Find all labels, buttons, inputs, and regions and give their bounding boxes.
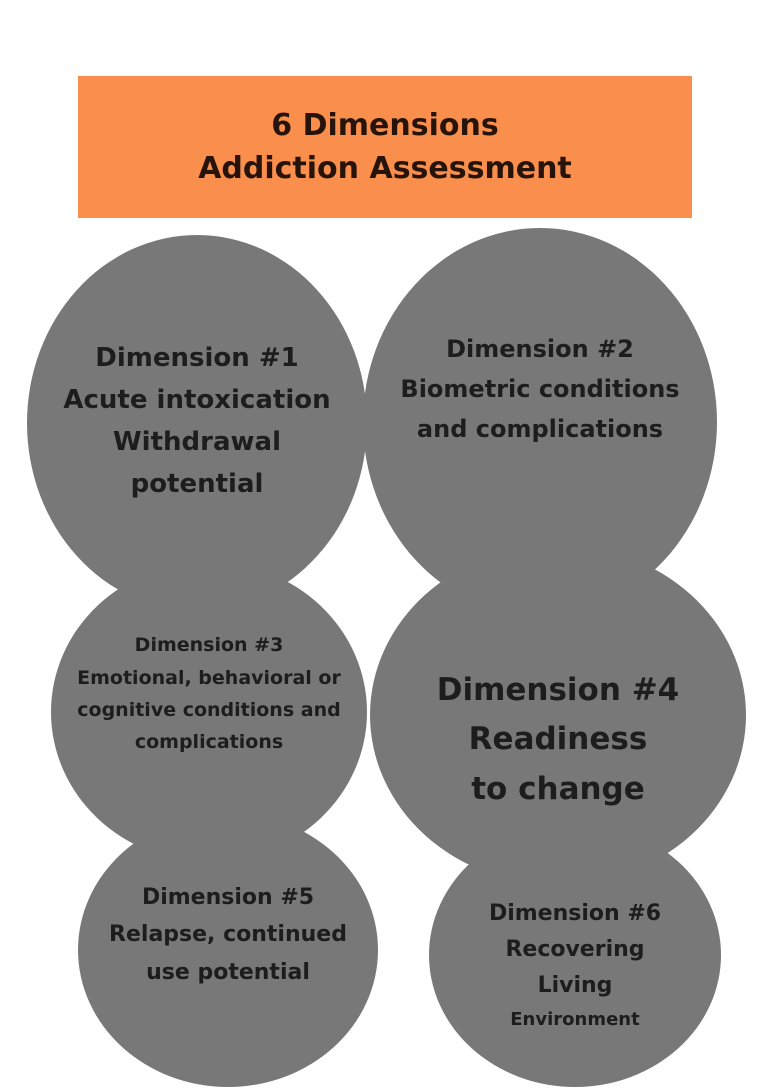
dimension-1-line-2: Acute intoxication	[63, 384, 331, 415]
dimension-1-line-3: Withdrawal	[113, 427, 281, 457]
dimension-6-line-4: Environment	[510, 1008, 640, 1030]
dimension-1-circle: Dimension #1 Acute intoxication Withdraw…	[27, 235, 367, 611]
dimension-5-label: Dimension #5 Relapse, continued use pote…	[78, 879, 378, 991]
dimension-6-line-1: Dimension #6	[488, 900, 662, 926]
dimension-4-label: Dimension #4 Readiness to change	[370, 666, 746, 815]
dimension-4-line-1: Dimension #4	[436, 671, 680, 708]
dimension-1-line-4: potential	[130, 469, 264, 500]
dimension-3-circle: Dimension #3 Emotional, behavioral or co…	[51, 562, 367, 862]
dimension-2-line-2: Biometric conditions	[400, 375, 680, 404]
dimension-2-line-3: and complications	[416, 414, 664, 443]
dimension-5-line-2: Relapse, continued	[109, 922, 347, 948]
dimension-3-line-1: Dimension #3	[134, 634, 284, 657]
dimension-1-label: Dimension #1 Acute intoxication Withdraw…	[27, 337, 367, 505]
dimension-2-line-1: Dimension #2	[446, 335, 634, 364]
dimension-6-line-3: Living	[537, 973, 613, 999]
dimension-5-line-1: Dimension #5	[141, 884, 315, 910]
title-banner: 6 Dimensions Addiction Assessment	[78, 76, 692, 218]
banner-title-line-1: 6 Dimensions	[271, 107, 499, 143]
dimension-6-line-2: Recovering	[505, 937, 645, 962]
dimension-5-line-3: use potential	[146, 959, 310, 985]
dimension-4-line-2: Readiness	[468, 721, 648, 758]
dimension-3-line-3: cognitive conditions and	[77, 699, 341, 721]
dimension-3-line-2: Emotional, behavioral or	[77, 666, 341, 689]
dimension-3-label: Dimension #3 Emotional, behavioral or co…	[51, 629, 367, 758]
dimension-6-label: Dimension #6 Recovering Living Environme…	[429, 896, 721, 1035]
dimension-1-line-1: Dimension #1	[95, 342, 299, 373]
banner-title-line-2: Addiction Assessment	[198, 151, 572, 186]
dimension-3-line-4: complications	[134, 731, 284, 754]
dimension-6-circle: Dimension #6 Recovering Living Environme…	[429, 823, 721, 1087]
dimension-4-line-3: to change	[471, 770, 645, 807]
dimension-2-label: Dimension #2 Biometric conditions and co…	[363, 330, 717, 449]
dimension-5-circle: Dimension #5 Relapse, continued use pote…	[78, 813, 378, 1087]
